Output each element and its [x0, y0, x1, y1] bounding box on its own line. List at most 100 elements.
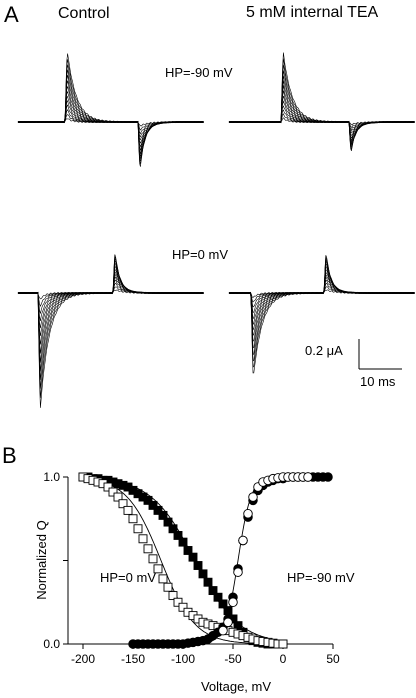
gating-current-trace: [228, 269, 415, 337]
open-square-marker: [143, 544, 153, 554]
open-square-marker: [278, 639, 288, 649]
gating-current-trace: [228, 75, 415, 145]
open-square-marker: [168, 591, 178, 601]
open-square-marker: [103, 482, 113, 492]
filled-circle-marker: [323, 472, 333, 482]
gating-current-trace: [228, 272, 415, 331]
open-square-marker: [173, 597, 183, 607]
x-tick-label: -150: [121, 652, 145, 666]
trace-group-control-hp-0: [17, 254, 204, 408]
trace-group-tea-hp-90: [228, 52, 415, 151]
open-circle-marker: [243, 508, 253, 519]
open-square-marker: [153, 564, 163, 574]
open-circle-marker: [233, 567, 243, 577]
open-square-marker: [178, 602, 188, 612]
y-axis-label: Normalized Q: [34, 520, 49, 599]
gating-current-trace: [17, 257, 204, 389]
gating-current-trace: [17, 86, 204, 151]
y-tick-label: 1.0: [43, 470, 60, 484]
open-square-marker: [128, 514, 138, 524]
open-square-marker: [133, 524, 143, 534]
open-circle-marker: [218, 625, 228, 636]
trace-group-tea-hp-0: [228, 255, 415, 374]
filled-square-marker: [208, 586, 218, 596]
open-square-marker: [148, 554, 158, 564]
open-square-marker: [108, 487, 118, 497]
filled-square-marker: [143, 495, 153, 505]
condition-control-label: Control: [58, 5, 110, 22]
gating-current-trace: [228, 105, 415, 132]
gating-current-trace: [17, 254, 204, 408]
filled-square-marker: [173, 531, 183, 540]
open-circle-marker: [228, 597, 238, 608]
gating-current-trace: [17, 282, 204, 314]
gating-current-trace: [17, 100, 204, 141]
gating-current-trace: [17, 74, 204, 157]
filled-square-marker: [153, 505, 163, 515]
filled-square-marker: [223, 606, 233, 616]
panel-b-label: B: [2, 443, 17, 468]
filled-square-marker: [188, 552, 198, 562]
x-axis-label: Voltage, mV: [201, 679, 271, 694]
filled-square-marker: [148, 500, 158, 510]
x-tick-label: -200: [71, 652, 95, 666]
holding-label-hp-0: HP=0 mV: [172, 247, 228, 262]
gating-current-trace: [228, 90, 415, 139]
open-circle-marker: [303, 472, 313, 482]
y-tick-label: 0.0: [43, 637, 60, 651]
open-circle-marker: [238, 535, 248, 546]
open-circle-marker: [248, 492, 258, 502]
gating-current-trace: [228, 80, 415, 144]
trace-group-control-hp-90: [17, 53, 204, 167]
filled-square-marker: [198, 569, 208, 579]
filled-square-marker: [193, 561, 203, 570]
open-square-marker: [118, 499, 128, 509]
gating-current-trace: [228, 70, 415, 146]
open-square-marker: [163, 582, 173, 592]
filled-square-marker: [163, 517, 173, 527]
filled-square-marker: [203, 577, 213, 587]
gating-current-trace: [17, 90, 204, 148]
gating-current-trace: [17, 271, 204, 345]
x-tick-label: -50: [224, 652, 242, 666]
gating-current-trace: [17, 95, 204, 144]
scale-bar-time-label: 10 ms: [360, 374, 396, 389]
gating-current-trace: [228, 85, 415, 142]
chart-marks: [78, 472, 333, 649]
gating-current-trace: [228, 109, 415, 130]
open-square-marker: [158, 574, 168, 584]
filled-square-marker: [218, 599, 228, 609]
annotation-hp-90: HP=-90 mV: [287, 570, 355, 585]
x-tick-label: 0: [280, 652, 287, 666]
gating-current-trace: [18, 80, 204, 154]
x-tick-label: 50: [326, 652, 340, 666]
gating-current-trace: [228, 255, 415, 374]
filled-square-marker: [168, 524, 178, 534]
gating-current-trace: [17, 53, 204, 167]
x-tick-label: -100: [171, 652, 195, 666]
scale-bar-current-label: 0.2 μA: [305, 343, 343, 358]
panel-a-label: A: [4, 2, 19, 27]
gating-current-trace: [228, 95, 415, 136]
filled-square-marker: [213, 592, 223, 602]
filled-square-marker: [178, 537, 188, 547]
gating-current-trace: [17, 256, 204, 399]
open-circle-marker: [223, 617, 233, 628]
filled-square-marker: [158, 510, 168, 520]
gating-current-trace: [228, 58, 415, 150]
filled-square-marker: [183, 546, 193, 555]
chart-axes: -200 -150 -100 -50 0 50 0.0 1.0: [43, 470, 340, 666]
gating-current-trace: [228, 52, 415, 151]
gating-current-trace: [17, 69, 204, 159]
gating-current-trace: [228, 64, 415, 148]
annotation-hp-0: HP=0 mV: [100, 570, 156, 585]
open-square-marker: [113, 492, 123, 502]
gating-current-trace: [17, 289, 204, 300]
gating-current-trace: [228, 100, 415, 134]
open-square-marker: [123, 505, 133, 515]
open-square-marker: [138, 534, 148, 544]
holding-label-hp-90: HP=-90 mV: [165, 65, 233, 80]
condition-tea-label: 5 mM internal TEA: [246, 4, 379, 21]
scale-bar: 0.2 μA 10 ms: [305, 339, 402, 389]
